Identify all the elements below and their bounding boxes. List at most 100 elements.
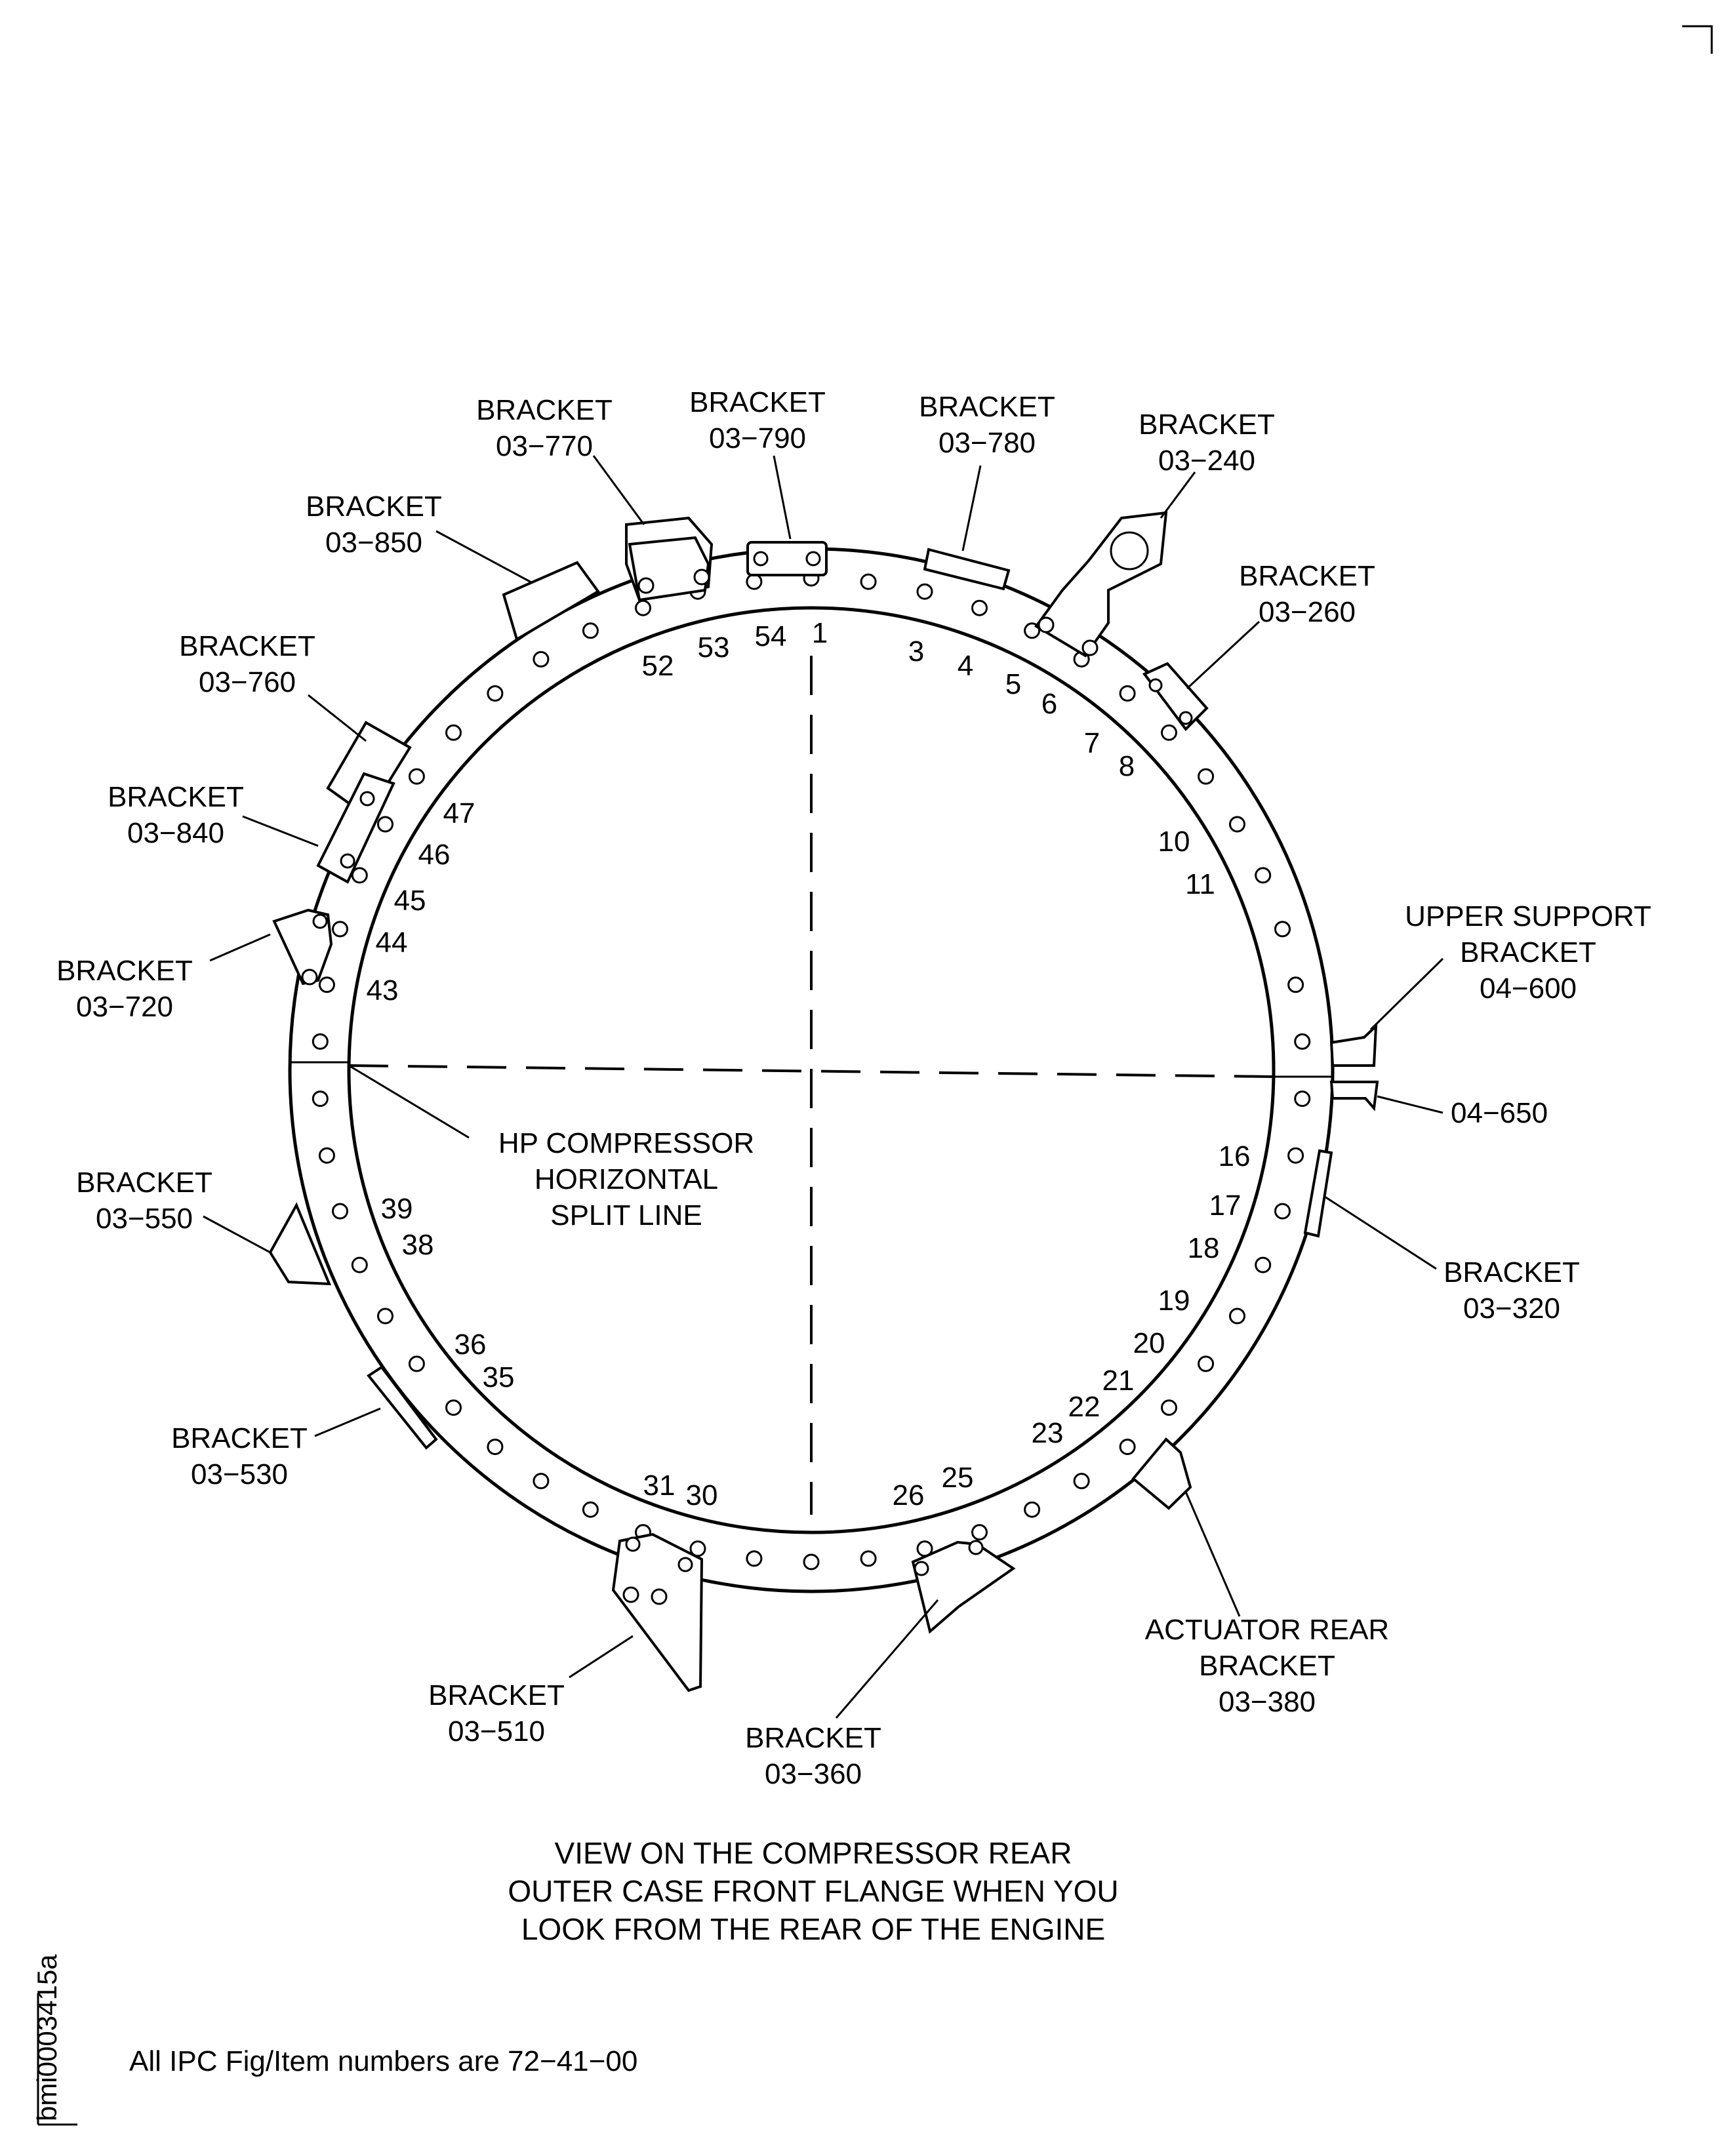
bolt-hole bbox=[1294, 1033, 1311, 1050]
label-03-240-line2: 03−240 bbox=[1158, 445, 1255, 477]
bracket-03-790-part bbox=[746, 541, 828, 576]
label-03-780-line1: BRACKET bbox=[919, 391, 1055, 423]
bolt-holes bbox=[312, 570, 1311, 1570]
figure-code-bracket bbox=[37, 1993, 77, 2126]
leader-lines bbox=[203, 455, 1444, 1719]
bolt-hole bbox=[318, 976, 335, 993]
bolt-hole bbox=[1274, 921, 1291, 938]
label-03-720-line2: 03−720 bbox=[76, 991, 173, 1023]
leader-03-380 bbox=[1184, 1491, 1241, 1617]
bolt-hole bbox=[351, 867, 368, 884]
bolt-hole bbox=[332, 921, 348, 938]
bolt-hole bbox=[377, 816, 394, 833]
hole-number-7: 7 bbox=[1084, 727, 1100, 759]
label-04-600-line1: UPPER SUPPORT bbox=[1405, 900, 1651, 932]
leader-03-530 bbox=[314, 1407, 381, 1437]
hole-number-36: 36 bbox=[454, 1328, 487, 1361]
caption-line-1: VIEW ON THE COMPRESSOR REAR bbox=[555, 1836, 1072, 1870]
figure-code-text: bmi0003415a bbox=[31, 1954, 62, 2121]
leader-03-840 bbox=[242, 815, 319, 847]
bolt-hole bbox=[312, 1033, 329, 1050]
figure-code: bmi0003415a bbox=[31, 1954, 77, 2126]
leader-03-770 bbox=[592, 455, 645, 525]
split-lines bbox=[290, 656, 1333, 1515]
bolt-hole bbox=[746, 573, 763, 590]
corner-mark bbox=[1682, 25, 1713, 54]
label-03-770-line2: 03−770 bbox=[496, 430, 593, 462]
hole-number-22: 22 bbox=[1068, 1391, 1100, 1423]
label-03-550-line1: BRACKET bbox=[76, 1167, 212, 1199]
horizontal-centerline bbox=[348, 1064, 1274, 1078]
label-03-530-line2: 03−530 bbox=[191, 1458, 288, 1490]
hole-number-21: 21 bbox=[1102, 1365, 1135, 1397]
hole-number-47: 47 bbox=[443, 797, 475, 829]
hole-number-53: 53 bbox=[698, 631, 730, 664]
label-03-260-line1: BRACKET bbox=[1239, 560, 1375, 592]
upper-support-bracket-part bbox=[1329, 1023, 1379, 1111]
label-03-550-line2: 03−550 bbox=[96, 1203, 193, 1235]
label-04-650: 04−650 bbox=[1451, 1097, 1548, 1129]
hole-number-31: 31 bbox=[643, 1469, 676, 1502]
hole-numbers: 1 3 4 5 6 7 8 10 11 16 17 18 19 20 21 22… bbox=[367, 617, 1251, 1511]
bolt-hole bbox=[635, 599, 651, 616]
bolt-hole bbox=[1024, 1501, 1041, 1518]
leader-03-260 bbox=[1186, 620, 1261, 690]
label-03-380-line3: 03−380 bbox=[1219, 1686, 1316, 1718]
label-03-760-line2: 03−760 bbox=[199, 666, 296, 698]
bracket-03-720-part bbox=[272, 908, 333, 986]
label-split-line-3: SPLIT LINE bbox=[550, 1199, 702, 1231]
leader-03-780 bbox=[961, 465, 982, 551]
leader-03-850 bbox=[435, 530, 532, 584]
bolt-hole bbox=[408, 1355, 425, 1372]
bolt-hole bbox=[445, 724, 462, 741]
bracket-03-840-part bbox=[316, 772, 395, 884]
label-03-360-line1: BRACKET bbox=[745, 1722, 881, 1754]
hole-number-52: 52 bbox=[642, 650, 674, 682]
bolt-hole bbox=[1287, 1147, 1304, 1164]
bracket-03-530-part bbox=[367, 1365, 438, 1450]
hole-number-4: 4 bbox=[958, 650, 973, 682]
label-03-360-line2: 03−360 bbox=[765, 1758, 862, 1790]
hole-number-54: 54 bbox=[755, 620, 787, 652]
label-03-770-line1: BRACKET bbox=[476, 394, 613, 426]
bolt-hole bbox=[1161, 724, 1177, 741]
label-03-240-line1: BRACKET bbox=[1139, 409, 1275, 441]
bolt-hole bbox=[1198, 768, 1215, 785]
bolt-hole bbox=[1287, 976, 1304, 993]
bolt-hole bbox=[1073, 1473, 1090, 1490]
bolt-hole bbox=[377, 1308, 394, 1325]
bracket-03-770-part bbox=[625, 516, 714, 602]
bolt-hole bbox=[971, 599, 988, 616]
hole-number-43: 43 bbox=[367, 974, 399, 1007]
leader-03-510 bbox=[569, 1635, 634, 1679]
caption-line-3: LOOK FROM THE REAR OF THE ENGINE bbox=[521, 1912, 1105, 1946]
label-04-600-line2: BRACKET bbox=[1460, 936, 1596, 969]
hole-number-8: 8 bbox=[1119, 750, 1135, 782]
label-04-600-line3: 04−600 bbox=[1480, 972, 1577, 1005]
bolt-hole bbox=[803, 1553, 820, 1570]
hole-number-10: 10 bbox=[1158, 826, 1190, 858]
label-03-260-line2: 03−260 bbox=[1259, 596, 1356, 628]
bolt-hole bbox=[351, 1256, 368, 1273]
bolt-hole bbox=[1229, 1308, 1245, 1325]
bolt-hole bbox=[332, 1203, 348, 1220]
bolt-hole bbox=[487, 685, 504, 702]
label-split-line-2: HORIZONTAL bbox=[535, 1163, 718, 1195]
bolt-hole bbox=[1274, 1203, 1291, 1220]
hole-number-45: 45 bbox=[394, 885, 426, 917]
label-03-840-line2: 03−840 bbox=[127, 817, 224, 849]
bolt-hole bbox=[1119, 1439, 1136, 1455]
hole-number-38: 38 bbox=[402, 1229, 434, 1261]
leader-03-550 bbox=[203, 1215, 271, 1254]
label-03-850-line2: 03−850 bbox=[325, 527, 422, 559]
hole-number-5: 5 bbox=[1005, 668, 1021, 700]
bolt-hole bbox=[1255, 1256, 1272, 1273]
bolt-hole bbox=[1161, 1399, 1177, 1416]
bracket-03-360-part bbox=[911, 1540, 1016, 1634]
label-03-380-line1: ACTUATOR REAR bbox=[1145, 1614, 1389, 1646]
bracket-03-320-part bbox=[1303, 1149, 1333, 1238]
label-03-780-line2: 03−780 bbox=[939, 427, 1036, 459]
brackets bbox=[268, 511, 1379, 1692]
bracket-03-240-part bbox=[1034, 511, 1168, 658]
